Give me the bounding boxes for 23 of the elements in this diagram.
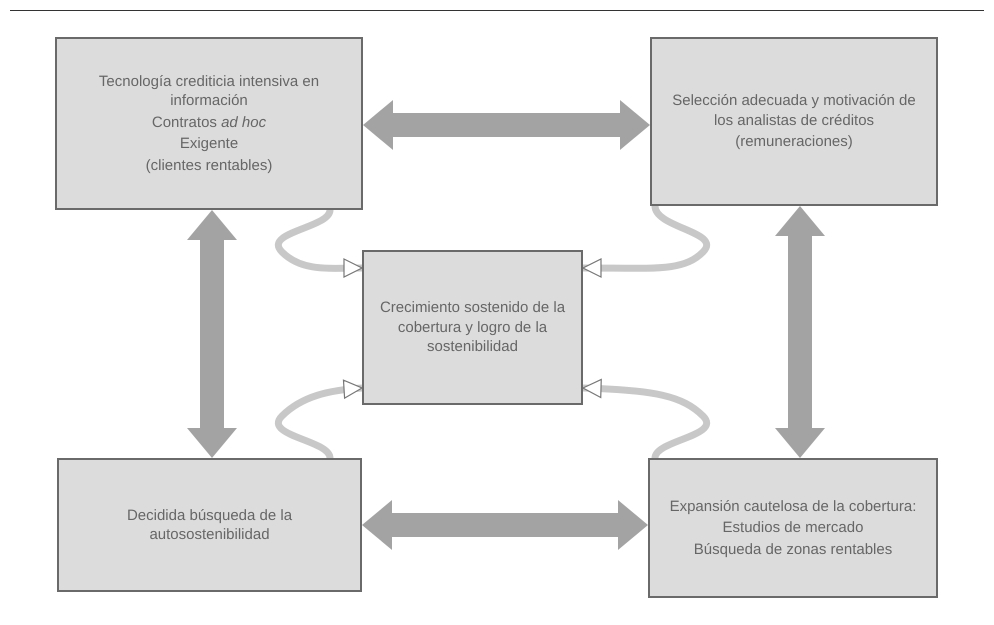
box-text: Estudios de mercado xyxy=(722,518,864,538)
arrow xyxy=(582,379,710,460)
box-text: Exigente xyxy=(180,134,238,154)
box-text: Contratos ad hoc xyxy=(152,112,266,132)
arrow xyxy=(275,380,363,460)
arrow xyxy=(363,100,650,150)
arrow xyxy=(187,210,237,458)
arrow xyxy=(582,205,710,278)
box-text: Expansión cautelosa de la cobertura: xyxy=(670,496,916,516)
process-box xyxy=(648,458,938,598)
box-text: (clientes rentables) xyxy=(146,156,272,176)
box-text: (remuneraciones) xyxy=(735,132,853,152)
arrow xyxy=(362,500,648,550)
process-box xyxy=(55,37,363,210)
box-text: Selección adecuada y motivación de los analistas de créditos xyxy=(671,91,917,130)
process-box xyxy=(650,37,938,206)
arrow xyxy=(775,206,825,458)
process-box xyxy=(57,458,362,592)
box-text: Decidida búsqueda de la autosostenibilidad xyxy=(126,506,294,544)
arrow xyxy=(275,208,363,278)
box-text: Búsqueda de zonas rentables xyxy=(694,540,892,560)
box-text: Crecimiento sostenido de la cobertura y logro de la sostenibilidad xyxy=(378,298,566,357)
process-box xyxy=(362,250,583,405)
